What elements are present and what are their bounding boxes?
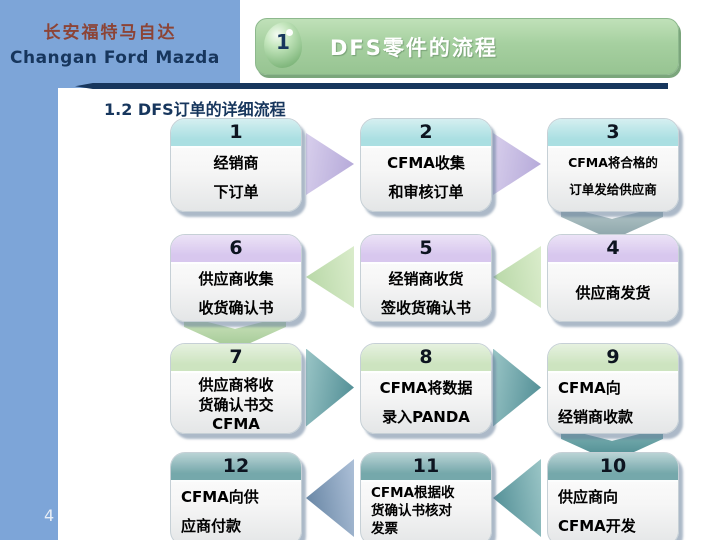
step-number-band: 11 — [361, 453, 491, 482]
step-number-band: 7 — [171, 344, 301, 373]
step-number-band: 5 — [361, 235, 491, 264]
step-text-line: 供应商发货 — [575, 284, 651, 302]
step-text-line: 供应商将收 — [198, 376, 274, 394]
step-number-band: 2 — [361, 119, 491, 148]
step-text-line: 录入PANDA — [382, 408, 470, 427]
step-text-line: 供应商收集 — [198, 270, 274, 288]
page-number: 4 — [44, 506, 55, 525]
step-text-line: CFMA向 — [558, 379, 621, 397]
step-text-line: 经销商收货 — [388, 270, 464, 288]
section-title: 1.2 DFS订单的详细流程 — [104, 100, 286, 119]
step-text-line: 和审核订单 — [388, 183, 464, 202]
step-number: 2 — [419, 121, 433, 143]
brand-name-english: Changan Ford Mazda — [10, 48, 220, 68]
step-text-line: 经销商收款 — [558, 408, 634, 427]
brand-name-chinese: 长安福特马自达 — [43, 23, 177, 43]
flow-step-5: 5 经销商收货签收货确认书 — [360, 234, 492, 322]
step-number: 1 — [229, 121, 243, 143]
step-number-band: 6 — [171, 235, 301, 264]
step-number: 10 — [599, 455, 627, 477]
step-text-line: 供应商向 — [558, 488, 619, 506]
step-text: CFMA将数据录入PANDA — [361, 373, 491, 433]
step-text: 经销商收货签收货确认书 — [361, 264, 491, 321]
step-text-line: CFMA开发 — [558, 517, 636, 536]
step-text-line: CFMA收集 — [387, 154, 465, 172]
step-number-band: 4 — [548, 235, 678, 264]
step-text: CFMA收集和审核订单 — [361, 148, 491, 208]
flow-arrow-11-to-12 — [306, 459, 354, 537]
brand-panel: 长安福特马自达 Changan Ford Mazda — [0, 0, 240, 88]
step-text-line: 订单发给供应商 — [569, 181, 657, 197]
step-number: 12 — [222, 455, 250, 477]
step-text: 经销商下订单 — [171, 148, 301, 208]
flow-arrow-1-to-2 — [306, 133, 354, 195]
flow-arrow-2-to-3 — [493, 133, 541, 195]
flow-arrow-7-to-8 — [306, 348, 354, 427]
header-title: DFS零件的流程 — [330, 36, 498, 60]
step-text: CFMA向经销商收款 — [548, 373, 678, 433]
step-number-band: 12 — [171, 453, 301, 482]
step-text-line: 货确认书交 — [198, 395, 274, 414]
step-text-line: 发票 — [371, 521, 398, 538]
step-number-band: 1 — [171, 119, 301, 148]
step-number: 4 — [606, 237, 620, 259]
badge-highlight — [286, 29, 293, 36]
step-text: CFMA将合格的订单发给供应商 — [548, 148, 678, 204]
step-number: 7 — [229, 346, 243, 368]
step-text-line: 应商付款 — [181, 517, 242, 536]
step-text: CFMA向供应商付款 — [171, 482, 301, 540]
step-text-line: 签收货确认书 — [380, 299, 471, 318]
step-number: 11 — [412, 455, 440, 477]
step-text: 供应商收集收货确认书 — [171, 264, 301, 321]
header-divider-line — [75, 83, 668, 89]
step-number: 9 — [606, 346, 620, 368]
step-text-line: CFMA — [212, 415, 260, 433]
flow-arrow-10-to-11 — [493, 459, 541, 537]
step-text-line: CFMA将数据 — [379, 379, 473, 397]
step-text-line: 货确认书核对 — [371, 503, 452, 520]
step-text-line: CFMA向供 — [181, 488, 259, 506]
step-text-line: 经销商 — [213, 154, 259, 172]
step-number-band: 8 — [361, 344, 491, 373]
flow-step-4: 4 供应商发货 — [547, 234, 679, 322]
flow-arrow-4-to-5 — [493, 246, 541, 308]
flow-arrow-8-to-9 — [493, 348, 541, 427]
step-text-line: CFMA根据收 — [371, 485, 455, 501]
step-number: 5 — [419, 237, 433, 259]
step-text-line: 下订单 — [213, 183, 259, 202]
flow-step-1: 1 经销商下订单 — [170, 118, 302, 212]
flow-step-10: 10 供应商向 CFMA开发 — [547, 452, 679, 540]
badge-number: 1 — [276, 30, 290, 54]
step-text: CFMA根据收货确认书核对发票 — [361, 482, 491, 539]
flow-arrow-5-to-6 — [306, 246, 354, 308]
step-number: 3 — [606, 121, 620, 143]
header-banner: 1 DFS零件的流程 — [255, 18, 679, 75]
step-text-line: CFMA将合格的 — [568, 155, 658, 170]
left-sidebar-strip — [0, 88, 58, 540]
step-number: 6 — [229, 237, 243, 259]
step-number-band: 9 — [548, 344, 678, 373]
flow-step-6: 6 供应商收集收货确认书 — [170, 234, 302, 322]
step-text: 供应商发货 — [548, 264, 678, 308]
step-number: 8 — [419, 346, 433, 368]
step-text-line: 收货确认书 — [198, 299, 274, 318]
step-text: 供应商向 CFMA开发 — [548, 482, 678, 540]
step-number-band: 10 — [548, 453, 678, 482]
step-number-band: 3 — [548, 119, 678, 148]
section-number-badge: 1 — [264, 22, 302, 68]
